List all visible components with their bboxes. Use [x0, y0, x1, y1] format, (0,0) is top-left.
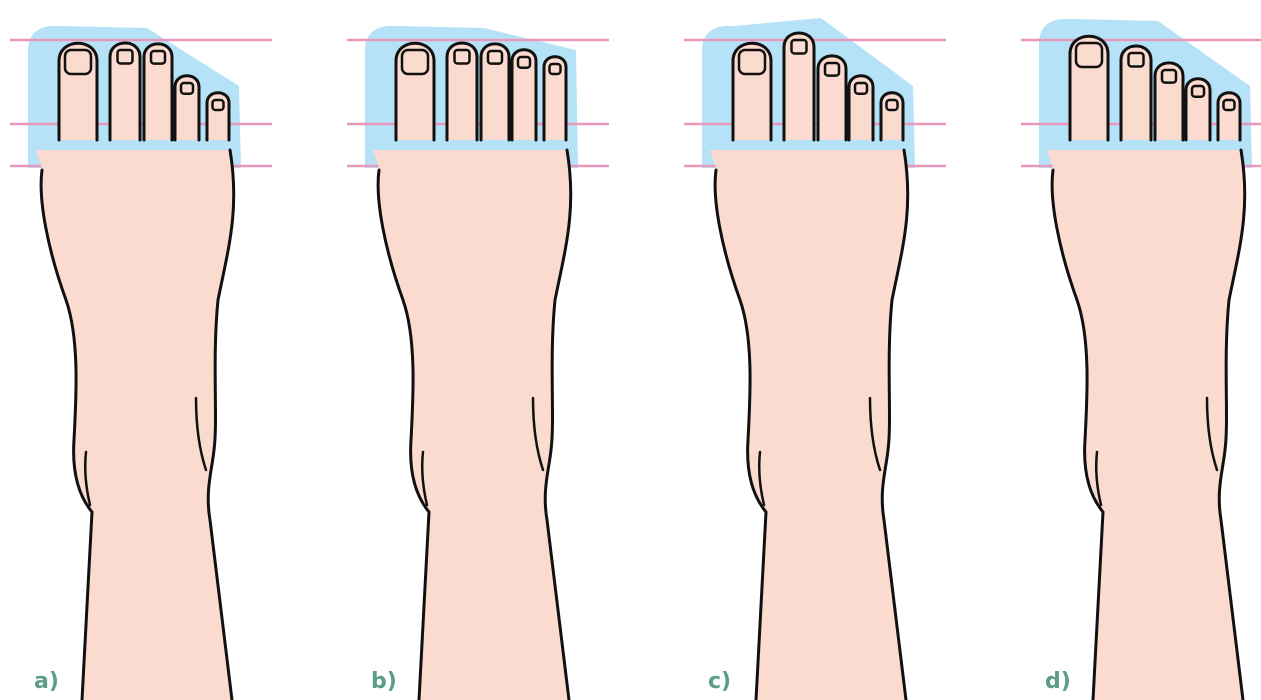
foot-body	[710, 150, 908, 700]
foot-illustration	[0, 0, 337, 700]
toe-fill-4	[512, 50, 536, 140]
foot-body	[36, 150, 234, 700]
toe-fill-4	[1186, 79, 1210, 140]
foot-illustration	[337, 0, 674, 700]
toe-fill-3	[1155, 63, 1183, 140]
toe-fill-4	[175, 76, 199, 140]
panel-label: c)	[708, 669, 731, 694]
foot-body	[373, 150, 571, 700]
panel-label: b)	[371, 669, 397, 694]
foot-illustration	[674, 0, 1011, 700]
toe-fill-3	[481, 44, 509, 140]
toe-fill-2	[784, 33, 814, 140]
toe-fill-2	[110, 43, 140, 140]
panel-label: d)	[1045, 669, 1071, 694]
foot-panel-d: d)	[1011, 0, 1261, 700]
foot-body	[1047, 150, 1245, 700]
toe-fill-3	[818, 56, 846, 140]
foot-illustration	[1011, 0, 1261, 700]
toe-fill-2	[447, 43, 477, 140]
toe-fill-5	[544, 57, 566, 140]
foot-panel-b: b)	[337, 0, 674, 700]
toe-fill-4	[849, 76, 873, 140]
toe-fill-2	[1121, 46, 1151, 140]
foot-panel-a: a)	[0, 0, 337, 700]
panel-label: a)	[34, 669, 59, 694]
toe-fill-3	[144, 44, 172, 140]
foot-panel-c: c)	[674, 0, 1011, 700]
